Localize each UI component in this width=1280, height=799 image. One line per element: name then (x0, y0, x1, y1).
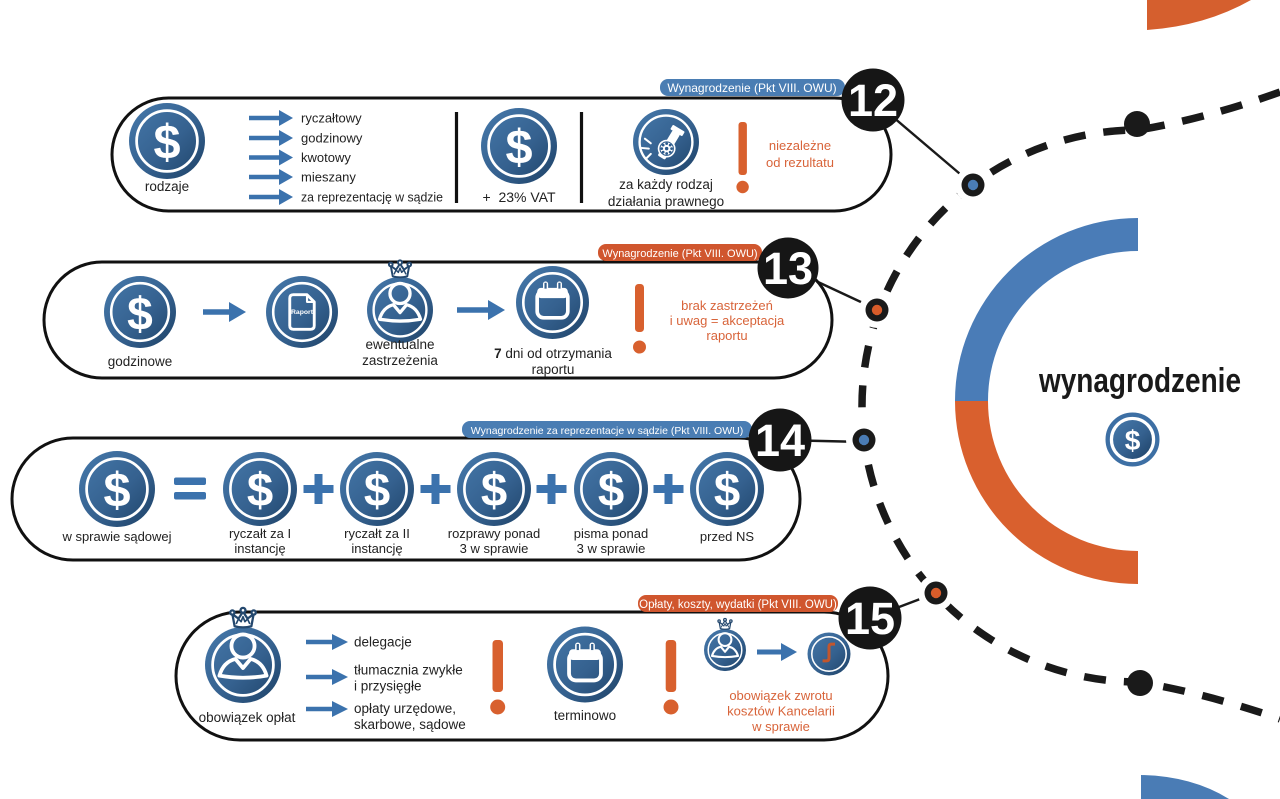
svg-text:zastrzeżenia: zastrzeżenia (362, 353, 438, 368)
svg-text:mieszany: mieszany (301, 170, 356, 185)
svg-text:Wynagrodzenie (Pkt VIII. OWU): Wynagrodzenie (Pkt VIII. OWU) (602, 248, 757, 260)
svg-text:7 dni od otrzymania: 7 dni od otrzymania (494, 346, 612, 361)
svg-text:w sprawie: w sprawie (751, 719, 810, 734)
svg-text:Opłaty, koszty, wydatki (Pkt V: Opłaty, koszty, wydatki (Pkt VIII. OWU) (639, 599, 837, 611)
svg-text:godzinowe: godzinowe (108, 354, 173, 369)
svg-text:wynagrodzenie: wynagrodzenie (1038, 362, 1241, 400)
svg-text:delegacje: delegacje (354, 635, 412, 650)
svg-text:tłumacznia zwykłe: tłumacznia zwykłe (354, 663, 463, 678)
svg-text:12: 12 (848, 75, 898, 126)
svg-text:ryczałtowy: ryczałtowy (301, 111, 362, 126)
svg-text:ryczałt za I: ryczałt za I (229, 526, 291, 541)
svg-text:niezależne: niezależne (769, 138, 831, 153)
svg-text:3 w sprawie: 3 w sprawie (460, 541, 529, 556)
svg-text:ewentualne: ewentualne (365, 337, 434, 352)
svg-text:rozprawy ponad: rozprawy ponad (448, 526, 541, 541)
svg-text:raportu: raportu (532, 362, 575, 377)
svg-text:kosztów Kancelarii: kosztów Kancelarii (727, 704, 835, 719)
svg-text:rodzaje: rodzaje (145, 179, 189, 194)
svg-text:kwotowy: kwotowy (301, 150, 351, 165)
svg-text:godzinowy: godzinowy (301, 131, 363, 146)
svg-text:Wynagrodzenie za reprezentacje: Wynagrodzenie za reprezentacje w sądzie … (471, 425, 743, 437)
svg-text:brak zastrzeżeń: brak zastrzeżeń (681, 298, 773, 313)
svg-text:przed NS: przed NS (700, 529, 755, 544)
svg-text:3 w sprawie: 3 w sprawie (577, 541, 646, 556)
svg-text:instancję: instancję (234, 541, 285, 556)
svg-text:i przysięgłe: i przysięgłe (354, 679, 422, 694)
svg-text:obowiązek opłat: obowiązek opłat (199, 710, 296, 725)
svg-text:i uwag = akceptacja: i uwag = akceptacja (670, 313, 785, 328)
svg-text:15: 15 (845, 593, 895, 644)
svg-text:w sprawie sądowej: w sprawie sądowej (61, 529, 171, 544)
svg-text:raportu: raportu (706, 328, 747, 343)
svg-text:od rezultatu: od rezultatu (766, 155, 834, 170)
svg-text:pisma ponad: pisma ponad (574, 526, 648, 541)
svg-text:skarbowe, sądowe: skarbowe, sądowe (354, 717, 466, 732)
svg-text:+ 23% VAT: + 23% VAT (482, 189, 555, 205)
svg-text:ryczałt za II: ryczałt za II (344, 526, 410, 541)
svg-text:opłaty urzędowe,: opłaty urzędowe, (354, 701, 456, 716)
svg-text:terminowo: terminowo (554, 708, 616, 723)
svg-text:14: 14 (755, 415, 805, 466)
svg-text:za każdy rodzaj: za każdy rodzaj (619, 177, 713, 192)
svg-text:instancję: instancję (351, 541, 402, 556)
svg-text:obowiązek zwrotu: obowiązek zwrotu (729, 688, 832, 703)
svg-text:13: 13 (763, 243, 813, 294)
svg-text:działania prawnego: działania prawnego (608, 194, 724, 209)
svg-text:za reprezentację w sądzie: za reprezentację w sądzie (301, 190, 443, 205)
svg-text:Wynagrodzenie (Pkt VIII. OWU): Wynagrodzenie (Pkt VIII. OWU) (667, 81, 836, 95)
